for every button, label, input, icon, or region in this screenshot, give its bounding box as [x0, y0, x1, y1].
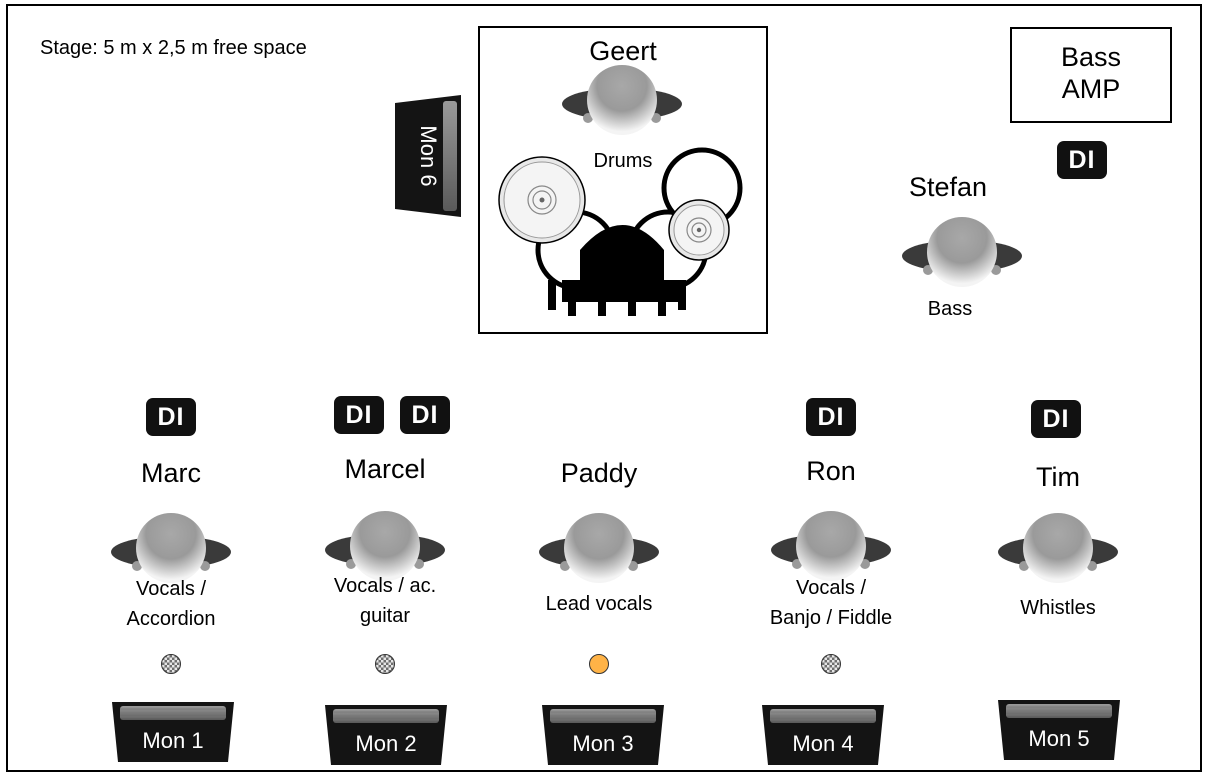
stage-note: Stage: 5 m x 2,5 m free space	[40, 37, 307, 59]
bass-di-box: DI	[1057, 141, 1107, 179]
bassist-figure	[902, 217, 1022, 287]
performer-name: Paddy	[560, 458, 638, 488]
di-box: DI	[806, 398, 856, 436]
orange-spot-marker	[589, 654, 609, 674]
performer-name: Marc	[141, 458, 201, 488]
performer-role-line1: Vocals /	[795, 577, 867, 599]
monitor-4: Mon 4	[760, 703, 886, 767]
monitor-1: Mon 1	[110, 700, 236, 764]
drums-role: Drums	[593, 150, 653, 172]
monitor-6-wedge-icon	[395, 95, 461, 217]
stage-marker	[375, 654, 395, 674]
bass-amp-box: Bass AMP	[1010, 27, 1172, 123]
di-box: DI	[334, 396, 384, 434]
monitor-label: Mon 2	[355, 731, 417, 756]
bassist-role: Bass	[927, 298, 973, 320]
performer-role-line2: guitar	[359, 605, 411, 627]
performer-role-line1: Vocals / ac.	[333, 575, 437, 597]
performer-role-line2: Accordion	[126, 608, 216, 630]
performer-name: Tim	[1036, 462, 1080, 492]
bass-amp-label-line1: Bass	[1060, 42, 1122, 72]
performer-role-line1: Lead vocals	[545, 593, 653, 615]
bassist-name: Stefan	[908, 172, 988, 202]
di-box: DI	[1031, 400, 1081, 438]
monitor-3: Mon 3	[540, 703, 666, 767]
stage-plot	[6, 4, 1202, 772]
performer-role-line2: Banjo / Fiddle	[769, 607, 893, 629]
performer-name: Ron	[806, 456, 856, 486]
stage-marker	[821, 654, 841, 674]
bass-amp-label-line2: AMP	[1061, 74, 1121, 105]
drum-kit	[498, 147, 743, 316]
performer-role-line1: Vocals /	[135, 578, 207, 600]
drummer-name: Geert	[589, 36, 657, 66]
performer-figure	[539, 513, 659, 583]
monitor-label: Mon 4	[792, 731, 854, 756]
performer-figure	[998, 513, 1118, 583]
monitor-6-label: Mon 6	[416, 125, 441, 187]
monitor-label: Mon 5	[1028, 726, 1090, 751]
monitor-2: Mon 2	[323, 703, 449, 767]
monitor-label: Mon 3	[572, 731, 634, 756]
di-box: DI	[400, 396, 450, 434]
monitor-label: Mon 1	[142, 728, 204, 753]
performer-role-line1: Whistles	[1020, 597, 1096, 619]
performer-figure	[771, 511, 891, 581]
stage-marker	[161, 654, 181, 674]
drum-riser-box	[478, 26, 768, 334]
di-box: DI	[146, 398, 196, 436]
performer-name: Marcel	[344, 454, 426, 484]
monitor-5: Mon 5	[996, 698, 1122, 762]
monitor-6: Mon 6	[393, 95, 463, 217]
